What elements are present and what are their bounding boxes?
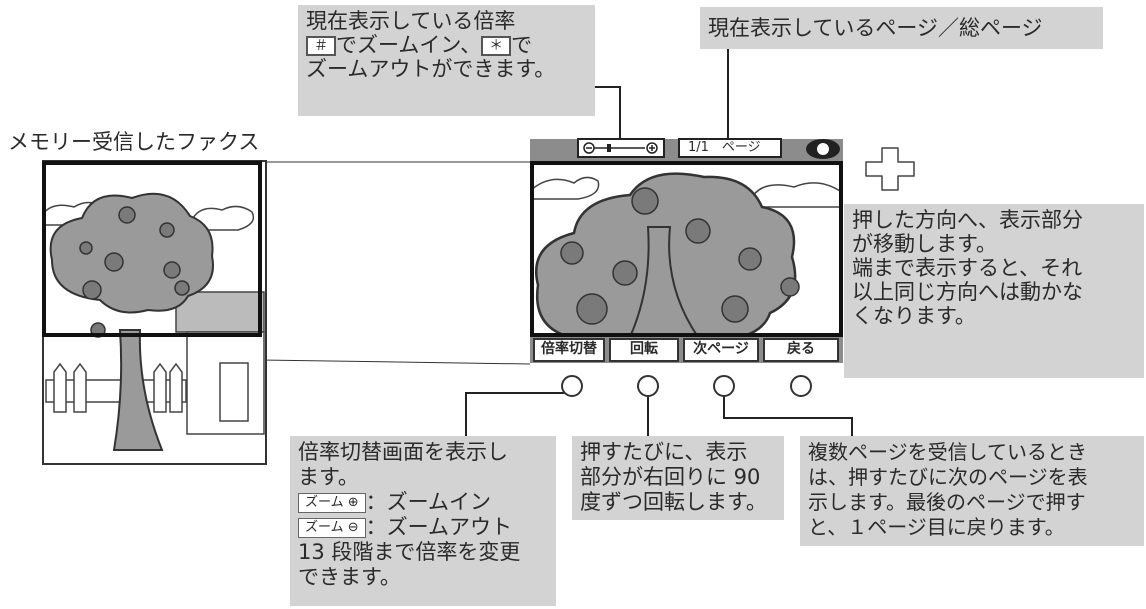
- magnification-callout-line6: できます。: [298, 565, 401, 589]
- zoom-in-description: ：ズームイン: [365, 490, 492, 514]
- magnification-callout-line2: ます。: [298, 465, 359, 489]
- move-callout-line: 端まで表示すると、それ: [852, 256, 1083, 280]
- door-icon: [219, 362, 249, 422]
- back-softkey: 戻る: [763, 338, 839, 362]
- move-callout-line: が移動します。: [852, 232, 997, 256]
- hash-key: ＃: [306, 36, 336, 56]
- zoom-area-frame: [42, 161, 262, 337]
- next-page-callout-line: と、１ページ目に戻ります。: [808, 515, 1065, 539]
- move-callout-line: 以上同じ方向へは動かな: [852, 280, 1083, 304]
- tree-trunk-icon: [628, 226, 700, 337]
- next-page-callout-line: 示します。最後のページで押す: [808, 490, 1086, 514]
- tree-trunk-icon: [112, 329, 164, 451]
- move-callout-line: 押した方向へ、表示部分: [852, 208, 1083, 232]
- zoom-slider: [577, 138, 665, 158]
- zoom-callout-line2-end: で: [511, 33, 533, 57]
- zoom-callout: 現在表示している倍率 ＃でズームイン、＊で ズームアウトができます。: [298, 5, 595, 116]
- dpad-indicator-icon: [806, 139, 840, 159]
- magnification-callout: 倍率切替画面を表示し ます。 ズーム ⊕：ズームイン ズーム ⊖：ズームアウト …: [290, 436, 556, 606]
- next-page-callout-line: は、押すたびに次のページを表: [808, 465, 1088, 489]
- rotate-button[interactable]: [637, 375, 659, 397]
- screen-display: [530, 161, 843, 337]
- page-callout: 現在表示しているページ／総ページ: [700, 7, 1103, 49]
- page-indicator: 1/1 ページ: [678, 138, 782, 158]
- back-button[interactable]: [790, 375, 812, 397]
- move-callout: 押した方向へ、表示部分 が移動します。 端まで表示すると、それ 以上同じ方向へは…: [844, 204, 1144, 378]
- next-page-softkey: 次ページ: [683, 338, 759, 362]
- received-fax-heading: メモリー受信したファクス: [8, 130, 260, 154]
- zoom-in-icon: [646, 142, 658, 154]
- soft-key-labels: 倍率切替 回転 次ページ 戻る: [533, 338, 839, 362]
- zoom-guide-bottom: [259, 359, 531, 365]
- fruit-icons: [79, 206, 190, 338]
- next-page-callout: 複数ページを受信しているとき は、押すたびに次のページを表 示します。最後のペー…: [800, 436, 1144, 546]
- next-page-button[interactable]: [713, 375, 735, 397]
- cross-key-icon: [865, 147, 915, 191]
- magnification-callout-line5: 13 段階まで倍率を変更: [298, 540, 521, 564]
- cloud-icon: [530, 176, 600, 200]
- page-callout-text: 現在表示しているページ／総ページ: [708, 16, 1043, 40]
- magnification-button[interactable]: [561, 375, 583, 397]
- magnification-callout-line1: 倍率切替画面を表示し: [298, 440, 508, 464]
- magnification-softkey: 倍率切替: [533, 338, 605, 362]
- zoom-out-description: ：ズームアウト: [365, 515, 513, 539]
- next-page-connector: [723, 383, 853, 436]
- rotate-callout: 押すたびに、表示 部分が右回りに 90 度ずつ回転します。: [572, 436, 784, 520]
- zoom-callout-line1: 現在表示している倍率: [306, 9, 516, 33]
- move-callout-line: くなります。: [852, 304, 976, 328]
- fruit-icons: [560, 187, 800, 325]
- next-page-callout-line: 複数ページを受信しているとき: [808, 440, 1087, 464]
- zoom-connector: [595, 86, 621, 140]
- fence-icon: [45, 362, 187, 413]
- asterisk-key: ＊: [481, 36, 512, 56]
- fax-illustration: [42, 160, 267, 465]
- zoom-thumb-icon: [607, 144, 611, 152]
- zoom-callout-line2: でズームイン、: [336, 33, 482, 57]
- magnification-connector: [465, 383, 573, 436]
- screen-frame: [530, 161, 843, 337]
- rotate-callout-line: 押すたびに、表示: [580, 440, 748, 464]
- rotate-callout-line: 部分が右回りに 90: [580, 465, 761, 489]
- zoom-in-key: ズーム ⊕: [298, 493, 366, 513]
- rotate-callout-line: 度ずつ回転します。: [580, 490, 767, 514]
- zoom-callout-line3: ズームアウトができます。: [306, 57, 556, 81]
- rotate-softkey: 回転: [609, 338, 679, 362]
- roof-icon: [175, 291, 265, 333]
- zoom-out-key: ズーム ⊖: [298, 518, 366, 538]
